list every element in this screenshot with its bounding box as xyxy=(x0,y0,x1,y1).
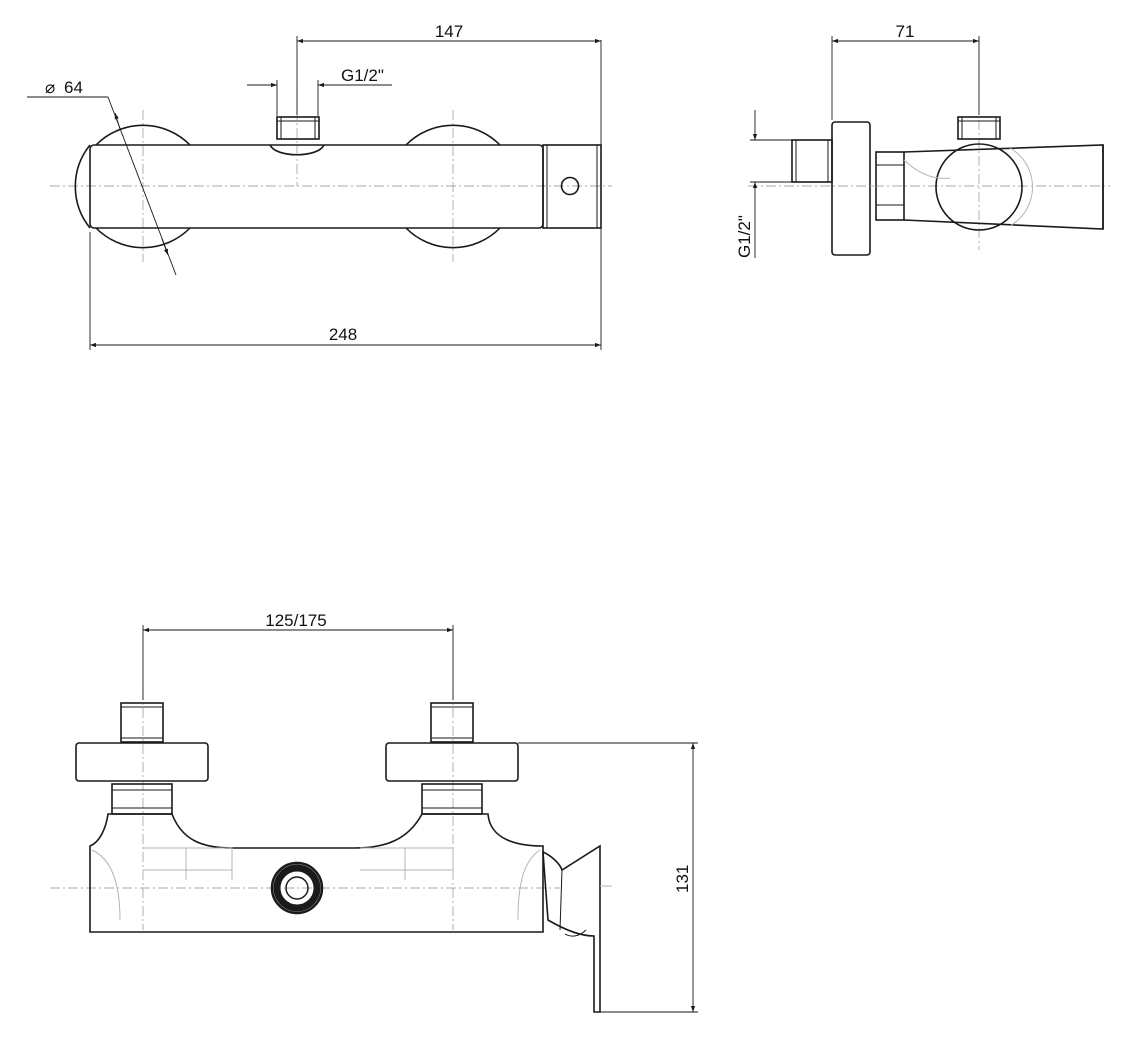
mixer-body-top xyxy=(89,144,544,229)
front-outlet-ring xyxy=(270,861,324,915)
front-right-connector xyxy=(421,783,483,815)
right-rosette-top xyxy=(405,124,501,146)
dim-overall-length: 248 xyxy=(329,325,357,344)
front-left-inlet-nut xyxy=(120,702,164,743)
front-right-inlet-nut xyxy=(430,702,474,743)
dim-knob-diameter: 64 xyxy=(64,78,83,97)
left-rosette-bottom xyxy=(95,227,191,249)
side-inlet-nut xyxy=(791,139,833,183)
side-hidden-arc xyxy=(1009,147,1033,227)
front-outlet-ring-inner xyxy=(273,864,321,912)
handle-end-top xyxy=(542,144,602,229)
side-rosette xyxy=(831,121,871,256)
left-rosette-side xyxy=(74,144,91,229)
outlet-base-top xyxy=(269,144,325,156)
front-view: 125/175 131 xyxy=(50,611,698,1013)
dim-outlet-thread: G1/2" xyxy=(341,66,384,85)
dim-side-thread: G1/2" xyxy=(735,215,754,258)
right-rosette-bottom xyxy=(405,227,501,249)
outlet-nut-top xyxy=(276,116,320,140)
handle-knob-circle xyxy=(560,176,580,196)
front-left-connector xyxy=(111,783,173,815)
side-outlet-nut xyxy=(957,116,1001,140)
side-body-tube xyxy=(903,144,1104,230)
side-view: 71 G1/2" xyxy=(735,22,1110,258)
front-right-rosette xyxy=(385,742,519,782)
top-view: 248 147 G1/2" ⌀ 64 xyxy=(27,22,612,350)
front-left-rosette xyxy=(75,742,209,782)
dim-outlet-offset: 147 xyxy=(435,22,463,41)
side-body-circle xyxy=(935,143,1023,231)
diameter-symbol: ⌀ xyxy=(45,78,55,97)
left-rosette-top xyxy=(95,124,191,146)
dim-front-height: 131 xyxy=(673,865,692,893)
front-lever-handle xyxy=(542,844,601,1013)
dim-center-distance: 125/175 xyxy=(265,611,326,630)
dim-side-depth: 71 xyxy=(896,22,915,41)
